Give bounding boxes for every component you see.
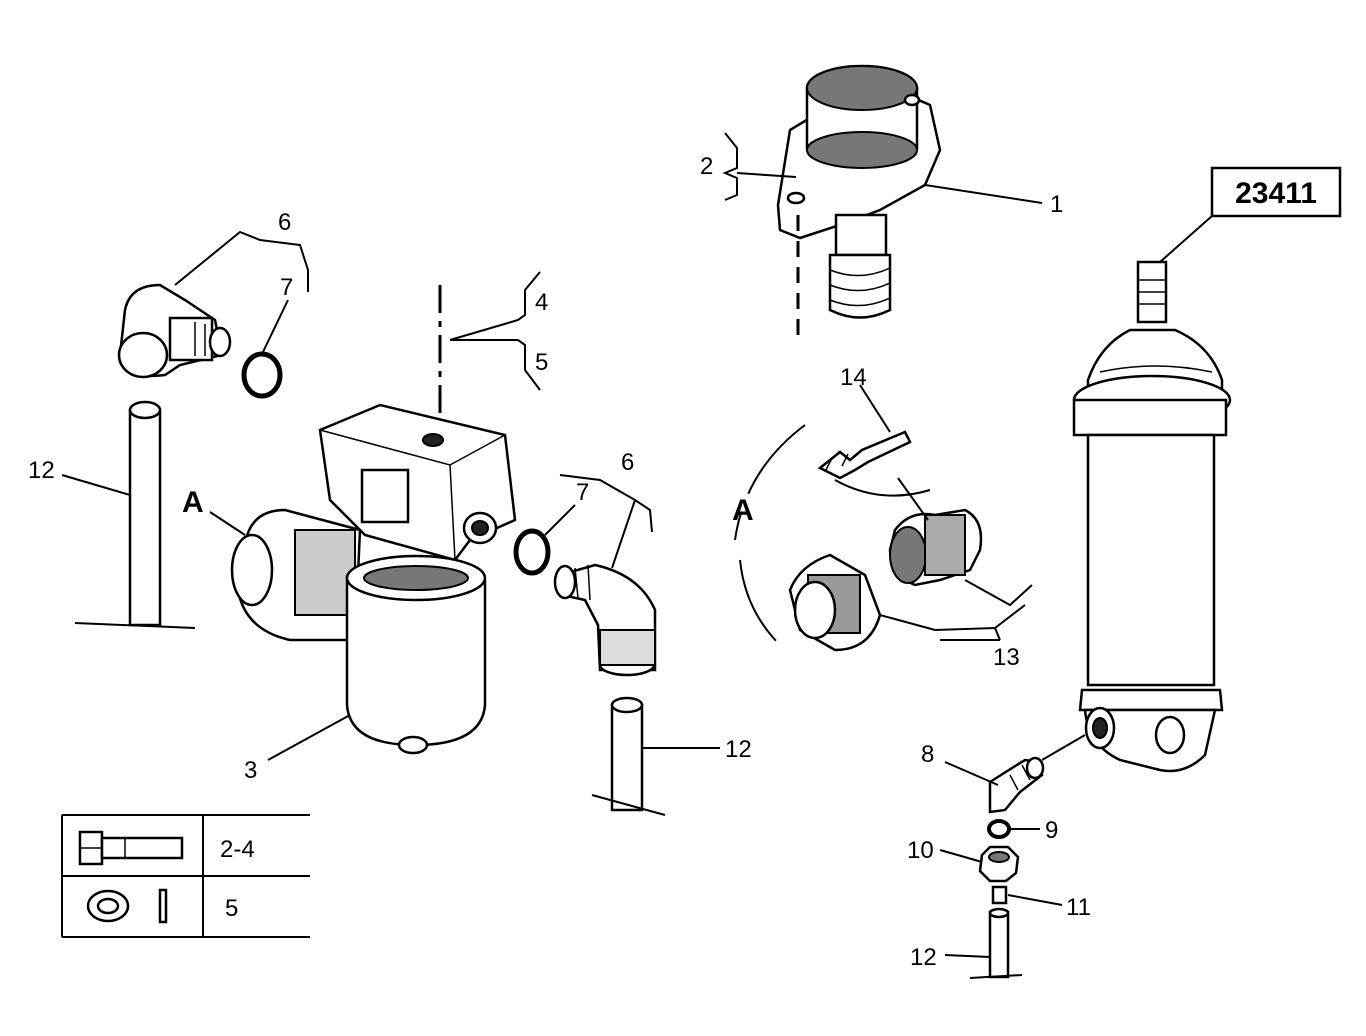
elbow-leader <box>1041 734 1086 761</box>
washer-pin-icon <box>86 888 168 924</box>
part-12-pipe-left <box>74 400 196 629</box>
part-cylinder <box>1072 260 1232 773</box>
callout-8: 8 <box>921 741 999 786</box>
callout-4-5: 4 5 <box>438 271 548 420</box>
callout-9: 9 <box>1010 817 1058 844</box>
svg-text:A: A <box>182 486 204 519</box>
svg-text:1: 1 <box>1050 191 1063 218</box>
svg-text:8: 8 <box>921 741 934 768</box>
callout-14: 14 <box>840 364 891 433</box>
callout-13: 13 <box>879 579 1033 671</box>
part-6-elbow-left <box>117 283 232 379</box>
svg-text:7: 7 <box>280 274 293 301</box>
svg-text:5: 5 <box>535 349 548 376</box>
pin-leader <box>897 477 929 521</box>
part-12-pipe-small <box>969 907 1023 979</box>
svg-text:12: 12 <box>28 457 55 484</box>
legend-row-1-label: 2-4 <box>220 836 255 863</box>
callout-12-right: 12 <box>910 944 991 971</box>
callout-1: 1 <box>924 184 1063 218</box>
part-9-washer <box>987 819 1011 839</box>
part-10-nut <box>978 845 1020 883</box>
callout-6-left: 6 <box>174 209 309 292</box>
part-8-elbow-small <box>988 756 1045 814</box>
detail-a-left: A <box>182 486 246 536</box>
drawing-number-box: 23411 <box>1159 166 1342 263</box>
svg-text:12: 12 <box>910 944 937 971</box>
callout-7-left: 7 <box>261 274 293 355</box>
legend-table: 2-4 5 <box>61 814 310 938</box>
svg-text:6: 6 <box>278 209 291 236</box>
svg-text:10: 10 <box>907 837 934 864</box>
svg-text:13: 13 <box>993 644 1020 671</box>
part-7-oring-right <box>513 528 551 576</box>
part-11-sleeve <box>991 885 1008 905</box>
part-6-elbow-right <box>553 563 657 677</box>
part-3-filter-housing <box>230 403 517 755</box>
callout-3: 3 <box>244 714 351 784</box>
svg-text:7: 7 <box>576 479 589 506</box>
callout-12-center: 12 <box>642 736 752 763</box>
bolt-icon <box>78 830 184 866</box>
callout-12-left: 12 <box>28 457 131 496</box>
part-14-contact-pin <box>817 430 912 480</box>
callout-6-right: 6 <box>559 449 653 569</box>
svg-text:2: 2 <box>700 153 713 180</box>
part-13-connector <box>788 508 983 652</box>
callout-7-right: 7 <box>544 479 589 536</box>
svg-text:12: 12 <box>725 736 752 763</box>
svg-text:4: 4 <box>535 289 548 316</box>
legend-row-2-label: 5 <box>225 895 238 922</box>
svg-text:3: 3 <box>244 757 257 784</box>
svg-text:11: 11 <box>1066 894 1091 921</box>
callout-2: 2 <box>700 132 797 201</box>
svg-text:A: A <box>732 494 754 527</box>
svg-text:6: 6 <box>621 449 634 476</box>
svg-text:9: 9 <box>1045 817 1058 844</box>
callout-11: 11 <box>1007 894 1091 921</box>
svg-text:14: 14 <box>840 364 867 391</box>
detail-a-right: A <box>732 424 931 646</box>
callout-10: 10 <box>907 837 983 864</box>
part-7-oring-left <box>241 351 283 399</box>
drawing-number: 23411 <box>1235 177 1317 210</box>
part-1-breather-cap <box>776 64 942 345</box>
part-12-pipe-center <box>591 696 666 816</box>
